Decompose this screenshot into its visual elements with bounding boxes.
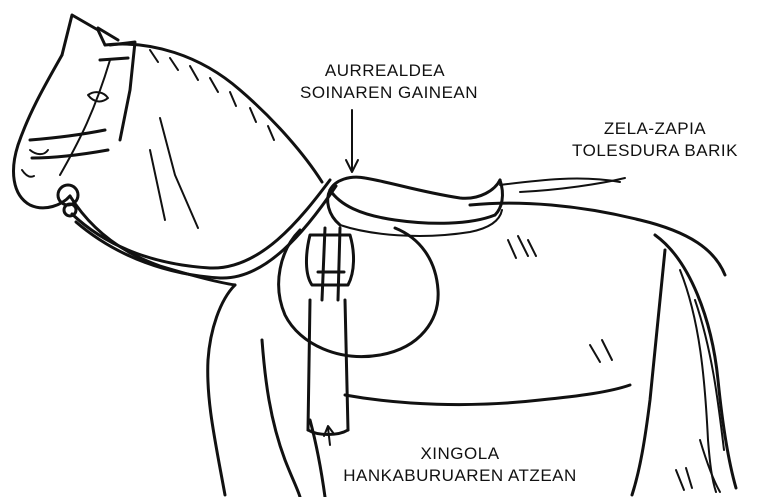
label-saddle-front-line2: SOINAREN GAINEAN — [300, 82, 470, 104]
label-girth: XINGOLA HANKABURUAREN ATZEAN — [300, 443, 620, 487]
label-saddle-front-line1: AURREALDEA — [300, 60, 470, 82]
label-saddle-cloth-line1: ZELA-ZAPIA — [555, 118, 755, 140]
label-saddle-cloth-line2: TOLESDURA BARIK — [555, 140, 755, 162]
label-saddle-front: AURREALDEA SOINAREN GAINEAN — [300, 60, 470, 104]
label-saddle-cloth: ZELA-ZAPIA TOLESDURA BARIK — [555, 118, 755, 162]
label-girth-line1: XINGOLA — [300, 443, 620, 465]
label-girth-line2: HANKABURUAREN ATZEAN — [300, 465, 620, 487]
